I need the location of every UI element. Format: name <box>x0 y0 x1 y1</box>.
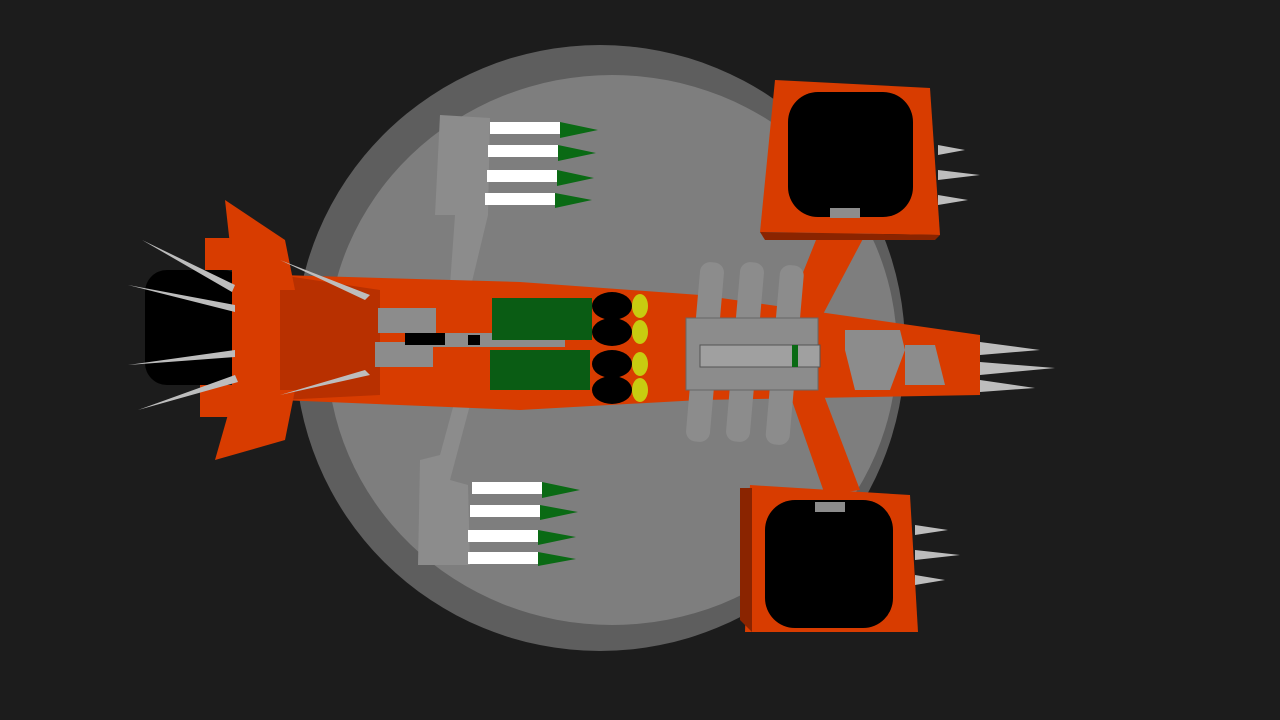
rear-engine <box>128 200 370 460</box>
skull-emblem <box>845 330 905 390</box>
nose-spikes <box>980 342 1055 392</box>
fuel-tanks <box>490 298 592 390</box>
rear-spikes <box>128 240 370 410</box>
missile <box>490 122 598 138</box>
engine-pod-top <box>760 80 980 240</box>
engine-pod-bottom <box>740 485 960 632</box>
missile-rack-top <box>435 115 598 290</box>
missile <box>472 482 580 498</box>
missile <box>468 530 576 545</box>
warheads <box>592 292 648 404</box>
missile <box>470 505 578 520</box>
pod-struts <box>790 230 865 495</box>
missile <box>468 552 576 566</box>
missile-rack-bottom <box>418 400 580 566</box>
missile <box>488 145 596 161</box>
missile <box>485 193 592 208</box>
fuselage <box>280 262 1055 445</box>
missile <box>487 170 594 186</box>
